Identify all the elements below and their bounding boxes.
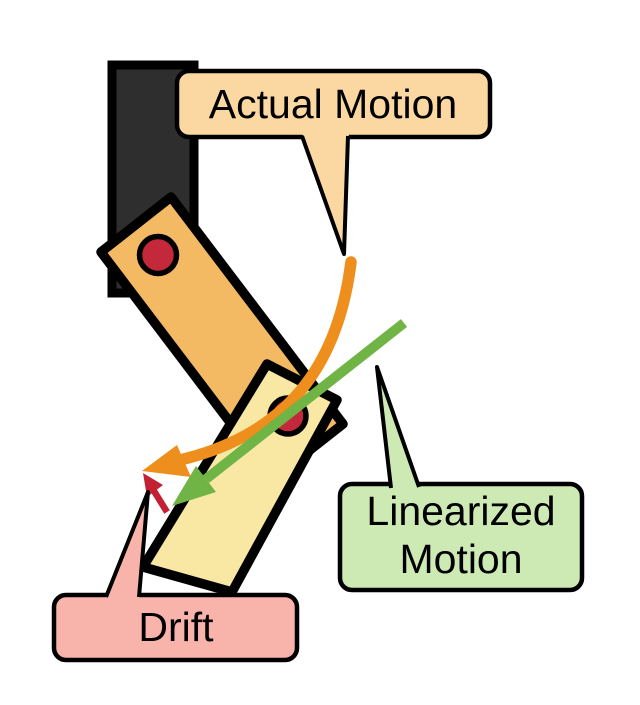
callout-actual-motion: Actual Motion — [174, 68, 493, 256]
linearized-motion-arrowhead — [172, 466, 216, 506]
callout-drift: Drift — [51, 490, 300, 663]
actual-motion-arrowhead — [142, 445, 191, 477]
callout-linearized-motion-label-line2: Motion — [399, 536, 522, 582]
callout-linearized-motion: Linearized Motion — [337, 365, 585, 593]
linearized-motion-arrow-shaft — [202, 319, 408, 483]
callout-actual-motion-tail-outline — [300, 135, 350, 256]
callout-drift-tail-outline — [104, 490, 150, 598]
callout-drift-label: Drift — [138, 604, 214, 650]
drift-arrow-shaft — [151, 489, 170, 514]
shoulder-joint — [136, 233, 180, 277]
callout-drift-box — [51, 592, 300, 663]
callout-linearized-motion-tail-outline — [375, 365, 421, 489]
actual-motion-arrow-shaft — [178, 256, 357, 465]
callout-linearized-motion-box — [337, 481, 585, 593]
callout-linearized-motion-label-line1: Linearized — [366, 488, 555, 534]
callout-actual-motion-label: Actual Motion — [209, 81, 457, 127]
